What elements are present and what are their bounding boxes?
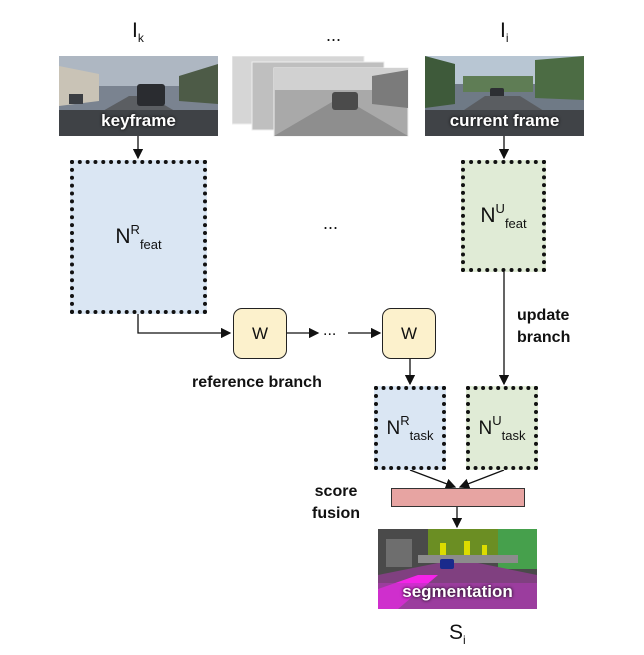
update-task-label: NUtask [478, 413, 526, 443]
segmentation-image: segmentation [378, 529, 537, 609]
update-branch-label: update branch [517, 307, 571, 346]
reference-task-network: NRtask [374, 386, 446, 470]
warp-label-1: W [251, 323, 269, 343]
keyframe-symbol: Ik [132, 19, 144, 46]
current-frame-symbol: Ii [500, 19, 509, 46]
top-ellipsis: ... [326, 25, 342, 45]
score-fusion-label: score fusion [312, 483, 360, 522]
warp-label-2: W [400, 323, 418, 343]
reference-task-label: NRtask [386, 413, 434, 443]
keyframe-image: keyframe [59, 56, 218, 136]
warp-block-2: W [382, 308, 436, 359]
warp-block-1: W [233, 308, 287, 359]
current-frame-label: current frame [449, 111, 560, 130]
segmentation-label: segmentation [402, 582, 513, 601]
intermediate-frames-stack [231, 55, 410, 138]
reference-feature-label: NRfeat [115, 222, 162, 252]
middle-ellipsis: ... [323, 213, 339, 233]
reference-feature-network: NRfeat [70, 160, 207, 314]
update-feature-label: NUfeat [480, 201, 527, 231]
score-fusion-block [391, 488, 525, 507]
update-task-network: NUtask [466, 386, 538, 470]
keyframe-label: keyframe [101, 111, 176, 130]
current-frame-image: current frame [425, 56, 584, 136]
warp-ellipsis: ... [323, 322, 337, 339]
reference-branch-label: reference branch [192, 374, 322, 391]
update-feature-network: NUfeat [461, 160, 546, 272]
output-symbol: Si [449, 621, 466, 648]
